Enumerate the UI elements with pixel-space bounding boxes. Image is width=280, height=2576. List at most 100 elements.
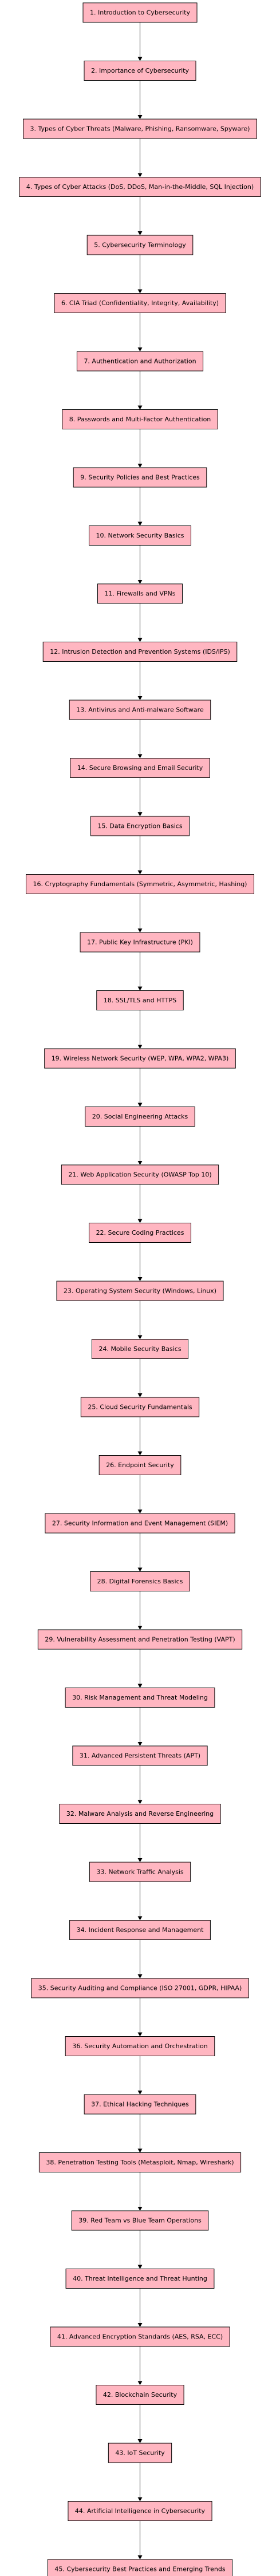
node-box — [108, 2443, 172, 2463]
edge-arrowhead — [137, 2555, 143, 2559]
node-label: 17. Public Key Infrastructure (PKI) — [87, 939, 193, 946]
node-label: 16. Cryptography Fundamentals (Symmetric… — [33, 880, 247, 888]
node-box — [61, 1164, 219, 1185]
node-box — [69, 1920, 211, 1940]
edge-arrowhead — [137, 289, 143, 294]
flowchart-node: 38. Penetration Testing Tools (Metasploi… — [38, 2152, 242, 2172]
node-box — [65, 2036, 215, 2056]
node-label: 42. Blockchain Security — [103, 2391, 178, 2399]
edge-arrowhead — [137, 231, 143, 235]
flowchart-edge — [137, 894, 143, 933]
node-box — [85, 1107, 195, 1127]
node-label: 33. Network Traffic Analysis — [96, 1868, 184, 1876]
node-box — [62, 409, 218, 429]
node-box — [80, 932, 200, 953]
flowchart-node: 25. Cloud Security Fundamentals — [80, 1397, 200, 1417]
flowchart-node: 37. Ethical Hacking Techniques — [84, 2094, 196, 2115]
flowchart-node: 5. Cybersecurity Terminology — [86, 235, 194, 255]
node-box — [76, 351, 204, 372]
edge-arrowhead — [137, 1567, 143, 1572]
flowchart-node: 10. Network Security Basics — [89, 526, 191, 546]
edge-arrowhead — [137, 1277, 143, 1281]
node-label: 26. Endpoint Security — [106, 1461, 174, 1469]
node-label: 41. Advanced Encryption Standards (AES, … — [57, 2333, 223, 2341]
flowchart-edge — [137, 1068, 143, 1107]
node-label: 11. Firewalls and VPNs — [104, 590, 175, 598]
flowchart-edge — [137, 1010, 143, 1049]
flowchart-edge — [137, 1707, 143, 1746]
flowchart-node: 2. Importance of Cybersecurity — [84, 61, 196, 81]
node-label: 20. Social Engineering Attacks — [92, 1113, 188, 1120]
flowchart-node: 12. Intrusion Detection and Prevention S… — [42, 642, 238, 662]
node-label: 22. Secure Coding Practices — [96, 1229, 184, 1236]
node-label: 27. Security Information and Event Manag… — [52, 1520, 228, 1527]
node-label: 30. Risk Management and Threat Modeling — [72, 1694, 208, 1701]
flowchart-node: 40. Threat Intelligence and Threat Hunti… — [65, 2269, 215, 2289]
node-label: 29. Vulnerability Assessment and Penetra… — [45, 1636, 235, 1643]
flowchart-edge — [137, 2520, 143, 2559]
flowchart-node: 36. Security Automation and Orchestratio… — [65, 2036, 215, 2056]
edge-arrowhead — [137, 347, 143, 351]
edge-arrowhead — [137, 754, 143, 758]
flowchart-edge — [137, 661, 143, 700]
node-box — [31, 1978, 249, 1998]
node-box — [19, 177, 261, 197]
flowchart-node: 35. Security Auditing and Compliance (IS… — [31, 1978, 249, 1998]
edge-arrowhead — [137, 870, 143, 875]
flowchart-node: 13. Antivirus and Anti-malware Software — [69, 700, 211, 720]
node-box — [84, 2094, 196, 2115]
flowchart-node: 18. SSL/TLS and HTTPS — [96, 990, 184, 1010]
flowchart-node: 9. Security Policies and Best Practices — [73, 467, 207, 488]
flowchart-node: 43. IoT Security — [108, 2443, 172, 2463]
edge-arrowhead — [137, 2497, 143, 2502]
node-label: 25. Cloud Security Fundamentals — [88, 1404, 192, 1411]
node-label: 34. Incident Response and Management — [77, 1926, 204, 1934]
node-box — [56, 1281, 224, 1301]
node-label: 13. Antivirus and Anti-malware Software — [76, 706, 204, 714]
flowchart-edge — [137, 1765, 143, 1804]
flowchart-edge — [137, 1358, 143, 1397]
flowchart-edge — [137, 2288, 143, 2327]
flowchart-edge — [137, 2230, 143, 2269]
flowchart-node: 4. Types of Cyber Attacks (DoS, DDoS, Ma… — [19, 177, 261, 197]
flowchart-node: 42. Blockchain Security — [96, 2385, 184, 2405]
node-box — [73, 467, 207, 488]
node-label: 35. Security Auditing and Compliance (IS… — [38, 1985, 242, 1992]
node-box — [65, 1688, 215, 1708]
edge-arrowhead — [137, 2032, 143, 2037]
flowchart-edge — [137, 1998, 143, 2037]
node-label: 37. Ethical Hacking Techniques — [91, 2101, 189, 2108]
node-box — [68, 2501, 212, 2521]
flowchart-node: 11. Firewalls and VPNs — [97, 583, 183, 604]
edge-arrowhead — [137, 2439, 143, 2443]
flowchart-edge — [137, 545, 143, 584]
edge-arrowhead — [137, 1103, 143, 1107]
node-box — [96, 990, 184, 1010]
flowchart-edge — [137, 1417, 143, 1456]
flowchart-edge — [137, 603, 143, 642]
edge-arrowhead — [137, 57, 143, 61]
node-label: 44. Artificial Intelligence in Cybersecu… — [75, 2507, 206, 2515]
node-label: 24. Mobile Security Basics — [98, 1345, 181, 1353]
node-label: 7. Authentication and Authorization — [84, 358, 196, 365]
flowchart-node: 17. Public Key Infrastructure (PKI) — [80, 932, 200, 953]
flowchart-node: 28. Digital Forensics Basics — [90, 1571, 190, 1591]
flowchart-node: 30. Risk Management and Threat Modeling — [65, 1688, 215, 1708]
flowchart-node: 8. Passwords and Multi-Factor Authentica… — [62, 409, 218, 429]
node-box — [26, 874, 254, 894]
edge-arrowhead — [137, 986, 143, 991]
flowchart-edge — [137, 777, 143, 816]
node-label: 18. SSL/TLS and HTTPS — [104, 997, 176, 1004]
edge-arrowhead — [137, 1161, 143, 1165]
node-box — [50, 2326, 230, 2347]
node-box — [54, 293, 226, 313]
flowchart-edge — [137, 22, 143, 61]
node-box — [97, 583, 183, 604]
flowchart-edge — [137, 1939, 143, 1978]
node-box — [98, 1455, 182, 1475]
flowchart-edge — [137, 836, 143, 875]
flowchart-edge — [137, 720, 143, 758]
node-label: 38. Penetration Testing Tools (Metasploi… — [46, 2159, 234, 2166]
node-label: 31. Advanced Persistent Threats (APT) — [80, 1752, 200, 1760]
